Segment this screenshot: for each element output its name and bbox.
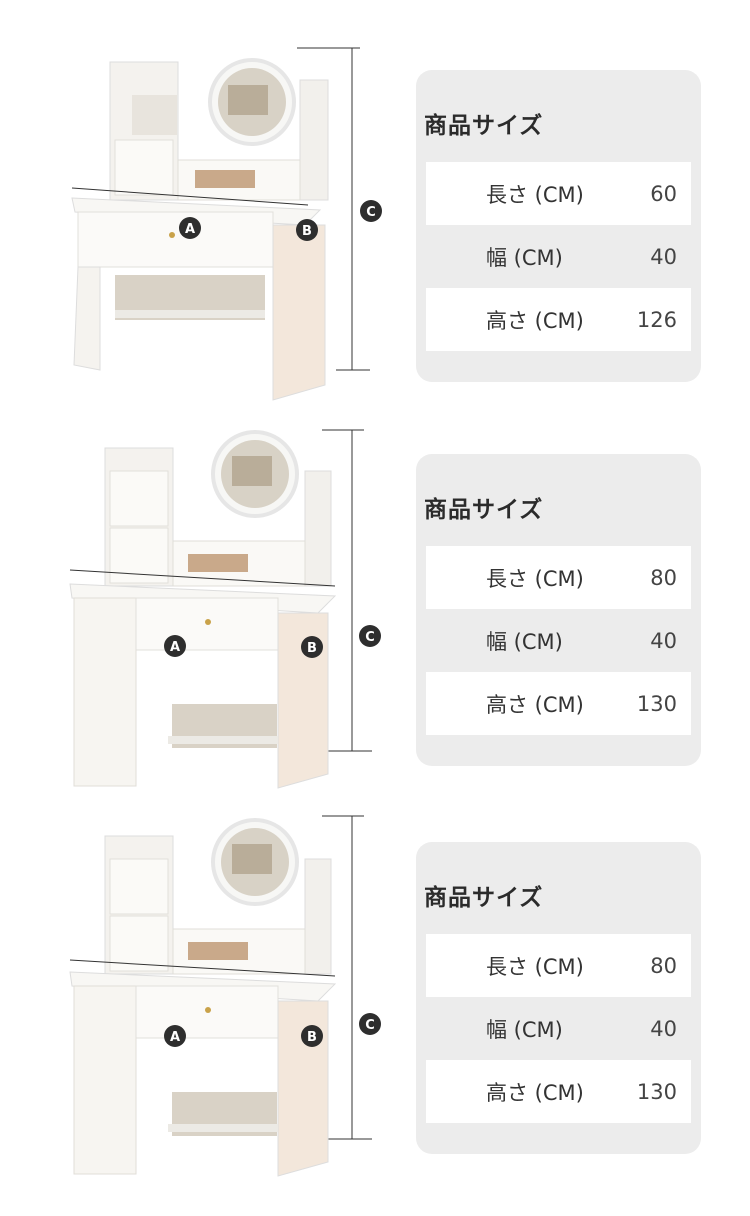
spec-title: 商品サイズ <box>424 885 544 911</box>
product-section-3: A B C 商品サイズ 長さ (CM) 80 幅 (CM) 40 高さ (CM)… <box>0 774 750 1177</box>
vanity-drawing: A B C <box>71 47 382 401</box>
spec-table: 長さ (CM) 60 幅 (CM) 40 高さ (CM) 126 <box>426 162 691 351</box>
spec-value: 80 <box>650 565 677 590</box>
marker-a <box>179 217 201 239</box>
spec-row-height: 高さ (CM) 130 <box>426 1060 691 1123</box>
spec-card-2: 商品サイズ 長さ (CM) 80 幅 (CM) 40 高さ (CM) 130 <box>416 454 701 766</box>
product-section-2: A B C 商品サイズ 長さ (CM) 80 幅 (CM) 40 高さ (CM)… <box>0 386 750 789</box>
marker-a-label: A <box>170 1030 180 1045</box>
spec-row-length: 長さ (CM) 80 <box>426 934 691 997</box>
marker-c-label: C <box>366 205 376 220</box>
spec-row-width: 幅 (CM) 40 <box>426 609 691 672</box>
spec-value: 130 <box>636 1079 677 1104</box>
product-section-1: A B C 商品サイズ 長さ (CM) 60 幅 (CM) 40 高さ (CM)… <box>0 0 750 401</box>
marker-c <box>360 200 382 222</box>
marker-a <box>164 635 186 657</box>
spec-value: 60 <box>650 181 677 206</box>
spec-title: 商品サイズ <box>424 497 544 523</box>
marker-b <box>301 636 323 658</box>
marker-a-label: A <box>185 222 195 237</box>
spec-value: 40 <box>650 244 677 269</box>
marker-c-label: C <box>365 630 375 645</box>
marker-c <box>359 625 381 647</box>
spec-label: 幅 (CM) <box>486 245 563 270</box>
spec-row-height: 高さ (CM) 130 <box>426 672 691 735</box>
spec-row-length: 長さ (CM) 80 <box>426 546 691 609</box>
vanity-drawing: A B C <box>69 429 381 789</box>
marker-b-label: B <box>307 1030 317 1045</box>
spec-label: 高さ (CM) <box>486 1080 584 1105</box>
marker-b <box>296 219 318 241</box>
vanity-drawing: A B C <box>69 815 381 1177</box>
spec-value: 130 <box>636 691 677 716</box>
marker-a <box>164 1025 186 1047</box>
marker-b-label: B <box>307 641 317 656</box>
marker-b <box>301 1025 323 1047</box>
spec-label: 長さ (CM) <box>486 566 584 591</box>
spec-value: 40 <box>650 628 677 653</box>
spec-table: 長さ (CM) 80 幅 (CM) 40 高さ (CM) 130 <box>426 934 691 1123</box>
spec-label: 高さ (CM) <box>486 692 584 717</box>
spec-label: 長さ (CM) <box>486 954 584 979</box>
spec-row-width: 幅 (CM) 40 <box>426 225 691 288</box>
spec-title: 商品サイズ <box>424 113 544 139</box>
spec-table: 長さ (CM) 80 幅 (CM) 40 高さ (CM) 130 <box>426 546 691 735</box>
spec-row-height: 高さ (CM) 126 <box>426 288 691 351</box>
vanity-illustration-1: A B C <box>60 40 400 410</box>
marker-a-label: A <box>170 640 180 655</box>
spec-label: 幅 (CM) <box>486 1017 563 1042</box>
vanity-illustration-2: A B C <box>60 426 400 796</box>
spec-value: 126 <box>636 307 677 332</box>
marker-c-label: C <box>365 1018 375 1033</box>
spec-value: 80 <box>650 953 677 978</box>
spec-value: 40 <box>650 1016 677 1041</box>
spec-card-3: 商品サイズ 長さ (CM) 80 幅 (CM) 40 高さ (CM) 130 <box>416 842 701 1154</box>
spec-row-width: 幅 (CM) 40 <box>426 997 691 1060</box>
spec-label: 長さ (CM) <box>486 182 584 207</box>
spec-card-1: 商品サイズ 長さ (CM) 60 幅 (CM) 40 高さ (CM) 126 <box>416 70 701 382</box>
spec-row-length: 長さ (CM) 60 <box>426 162 691 225</box>
spec-label: 高さ (CM) <box>486 308 584 333</box>
marker-c <box>359 1013 381 1035</box>
marker-b-label: B <box>302 224 312 239</box>
vanity-illustration-3: A B C <box>60 814 400 1184</box>
spec-label: 幅 (CM) <box>486 629 563 654</box>
